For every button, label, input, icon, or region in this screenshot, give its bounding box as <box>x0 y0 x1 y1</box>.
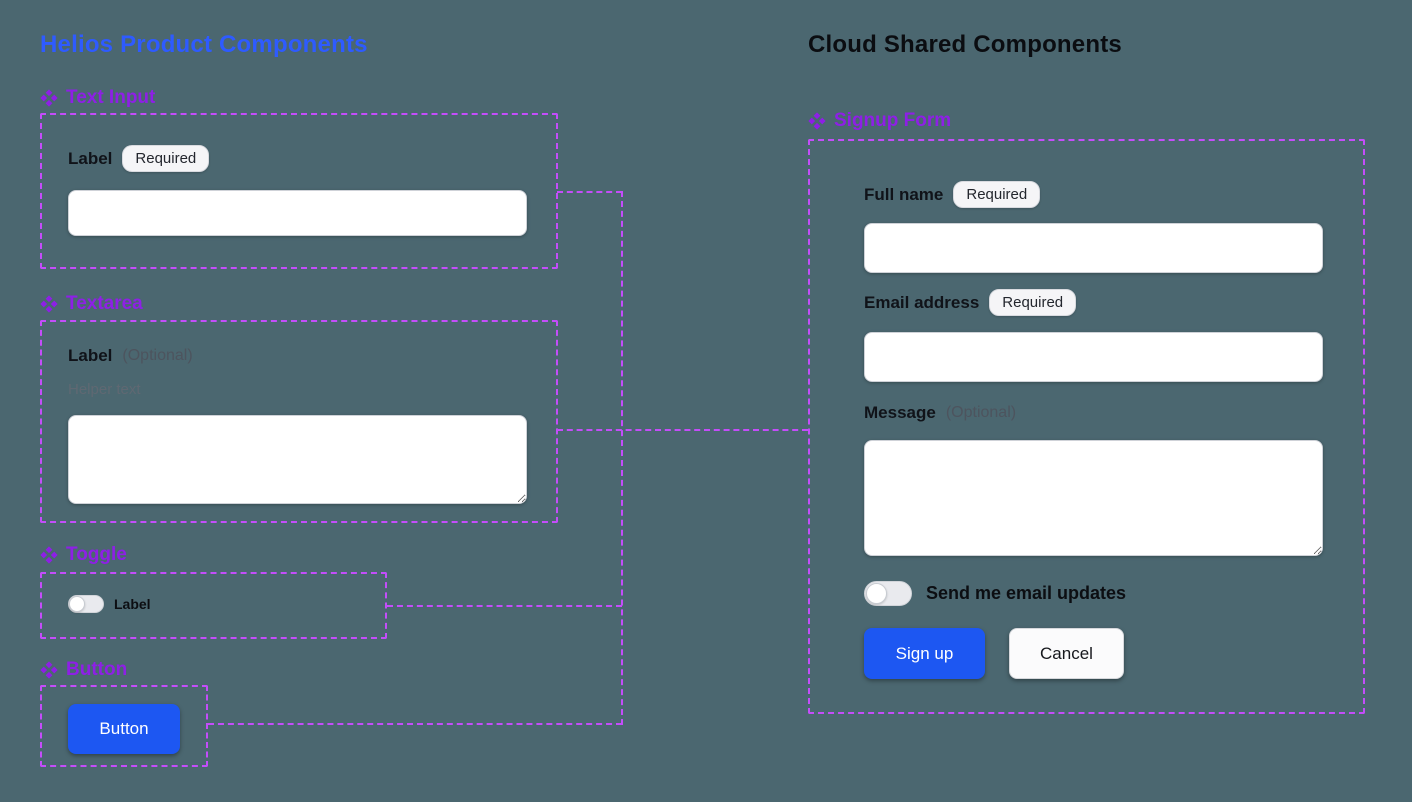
required-badge: Required <box>953 181 1041 208</box>
heading-signup-form-label: Signup Form <box>834 110 952 131</box>
toggle-row: Label <box>68 595 151 613</box>
message-textarea[interactable] <box>864 440 1323 556</box>
sign-up-button[interactable]: Sign up <box>864 628 985 679</box>
sample-button[interactable]: Button <box>68 704 180 754</box>
toggle-switch[interactable] <box>68 595 104 613</box>
component-frame-signup-form: Full name Required Email address Require… <box>808 139 1365 714</box>
toggle-knob <box>69 596 85 612</box>
heading-textarea-label: Textarea <box>66 293 143 314</box>
textarea-label-row: Label (Optional) <box>68 346 193 366</box>
heading-toggle: Toggle <box>40 544 127 566</box>
textarea-helper-text: Helper text <box>68 381 141 398</box>
component-icon <box>40 89 58 107</box>
form-actions-row: Sign up Cancel <box>864 628 1124 679</box>
full-name-label-row: Full name Required <box>864 181 1041 208</box>
email-updates-toggle[interactable] <box>864 581 912 606</box>
left-panel-title: Helios Product Components <box>40 31 368 58</box>
text-input-label-row: Label Required <box>68 145 210 172</box>
full-name-input[interactable] <box>864 223 1323 273</box>
textarea-label: Label <box>68 346 113 365</box>
component-frame-toggle: Label <box>40 572 387 639</box>
heading-button: Button <box>40 659 127 681</box>
full-name-label: Full name <box>864 184 944 204</box>
component-frame-text-input: Label Required <box>40 113 558 269</box>
heading-signup-form: Signup Form <box>808 110 951 132</box>
heading-text-input: Text Input <box>40 87 155 109</box>
toggle-knob <box>866 583 887 604</box>
required-badge: Required <box>989 289 1077 316</box>
email-updates-row: Send me email updates <box>864 581 1126 606</box>
component-icon <box>40 546 58 564</box>
email-input[interactable] <box>864 332 1323 382</box>
connector-toggle-to-trunk <box>387 605 622 607</box>
message-label: Message <box>864 403 936 422</box>
textarea-field[interactable] <box>68 415 527 504</box>
component-frame-textarea: Label (Optional) Helper text <box>40 320 558 523</box>
message-label-row: Message (Optional) <box>864 403 1016 423</box>
heading-button-label: Button <box>66 659 128 680</box>
right-panel-title: Cloud Shared Components <box>808 31 1122 58</box>
component-icon <box>808 112 826 130</box>
optional-tag: (Optional) <box>945 404 1017 421</box>
optional-tag: (Optional) <box>122 347 193 364</box>
email-updates-label: Send me email updates <box>926 583 1127 603</box>
text-input-field[interactable] <box>68 190 527 236</box>
toggle-label: Label <box>114 596 151 612</box>
connector-textarea-to-form <box>557 429 808 431</box>
connector-text-input-to-trunk <box>557 191 622 193</box>
connector-button-to-trunk <box>208 723 622 725</box>
component-frame-button: Button <box>40 685 208 767</box>
component-icon <box>40 295 58 313</box>
heading-text-input-label: Text Input <box>66 87 156 108</box>
connector-trunk-line <box>621 191 623 725</box>
email-label: Email address <box>864 292 980 312</box>
required-badge: Required <box>122 145 210 172</box>
email-label-row: Email address Required <box>864 289 1077 316</box>
cancel-button[interactable]: Cancel <box>1009 628 1124 679</box>
heading-textarea: Textarea <box>40 293 143 315</box>
component-icon <box>40 661 58 679</box>
heading-toggle-label: Toggle <box>66 544 127 565</box>
text-input-label: Label <box>68 148 113 168</box>
